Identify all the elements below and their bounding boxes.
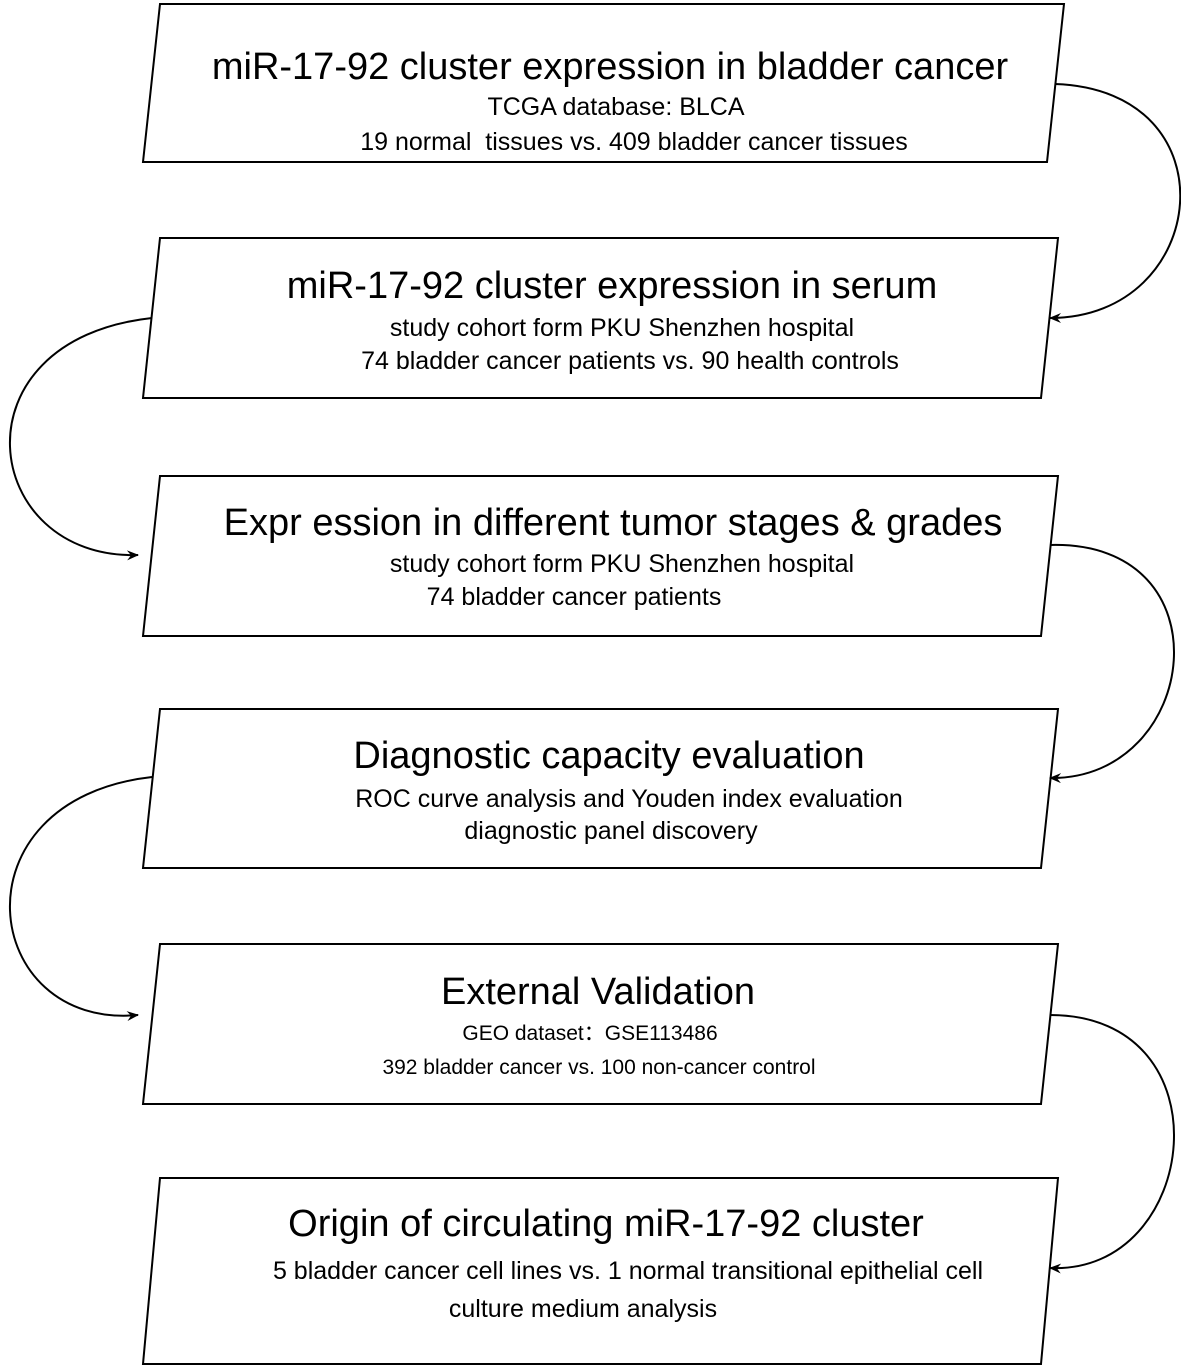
- step-3-line2: 74 bladder cancer patients: [427, 583, 722, 611]
- connector-step2-to-step3: [8, 317, 153, 561]
- step-1-line2: 19 normal tissues vs. 409 bladder cancer…: [360, 128, 908, 156]
- step-6-box: Origin of circulating miR-17-92 cluster …: [141, 1177, 1060, 1365]
- step-3-line1: study cohort form PKU Shenzhen hospital: [390, 550, 854, 578]
- step-6-parallelogram: [141, 1177, 1060, 1365]
- step-4-title: Diagnostic capacity evaluation: [353, 735, 864, 777]
- step-1-line1: TCGA database: BLCA: [487, 93, 744, 121]
- step-5-box: External Validation GEO dataset：GSE11348…: [141, 943, 1060, 1105]
- step-6-line2: culture medium analysis: [449, 1295, 717, 1323]
- connector-step4-to-step5: [8, 776, 153, 1022]
- step-2-box: miR-17-92 cluster expression in serum st…: [141, 237, 1060, 399]
- step-3-parallelogram: [141, 475, 1060, 637]
- step-1-box: miR-17-92 cluster expression in bladder …: [141, 3, 1066, 163]
- step-4-box: Diagnostic capacity evaluation ROC curve…: [141, 708, 1060, 869]
- step-5-title: External Validation: [441, 971, 755, 1013]
- connector-step1-to-step2: [1049, 83, 1181, 323]
- step-2-title: miR-17-92 cluster expression in serum: [287, 265, 937, 307]
- step-1-title: miR-17-92 cluster expression in bladder …: [212, 46, 1009, 88]
- step-1-parallelogram: [141, 3, 1066, 163]
- step-3-box: Expr ession in different tumor stages & …: [141, 475, 1060, 637]
- step-5-line2: 392 bladder cancer vs. 100 non-cancer co…: [382, 1056, 815, 1079]
- step-2-line1: study cohort form PKU Shenzhen hospital: [390, 314, 854, 342]
- connector-step3-to-step4: [1049, 543, 1175, 784]
- connector-step5-to-step6: [1049, 1014, 1176, 1274]
- step-6-title: Origin of circulating miR-17-92 cluster: [288, 1203, 924, 1245]
- step-4-line1: ROC curve analysis and Youden index eval…: [355, 785, 903, 813]
- step-5-parallelogram: [141, 943, 1060, 1105]
- step-3-title: Expr ession in different tumor stages & …: [224, 502, 1003, 544]
- step-4-line2: diagnostic panel discovery: [464, 817, 758, 845]
- step-6-line1: 5 bladder cancer cell lines vs. 1 normal…: [273, 1257, 983, 1285]
- step-2-line2: 74 bladder cancer patients vs. 90 health…: [361, 347, 899, 375]
- step-5-line1: GEO dataset：GSE113486: [462, 1022, 717, 1045]
- step-2-parallelogram: [141, 237, 1060, 399]
- step-4-parallelogram: [141, 708, 1060, 869]
